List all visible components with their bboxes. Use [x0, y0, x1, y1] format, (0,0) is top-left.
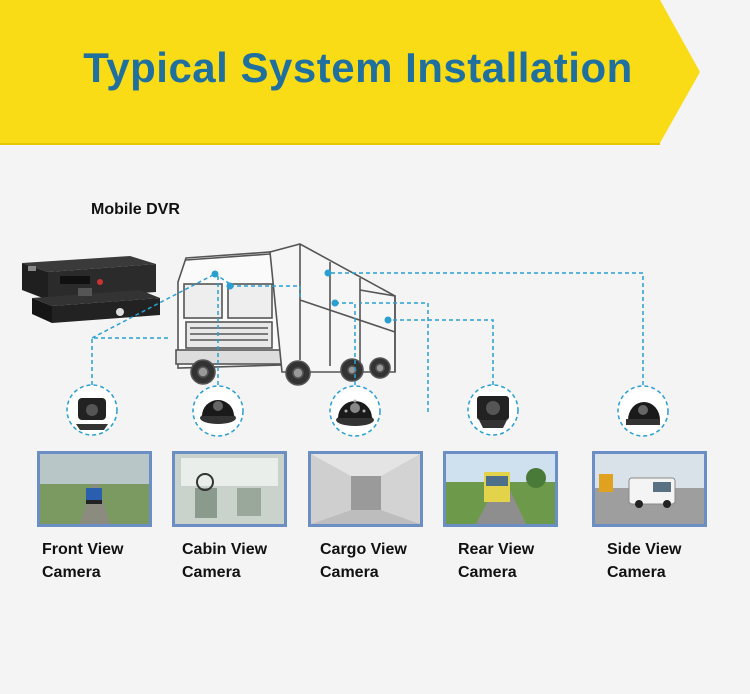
front-view-photo [37, 451, 152, 527]
bullet-camera-icon [66, 384, 118, 436]
caption-line1: Rear View [458, 541, 535, 558]
caption-line2: Camera [607, 564, 666, 581]
camera-caption-side: Side View Camera [607, 538, 681, 584]
page-title: Typical System Installation [83, 44, 633, 91]
camera-caption-cabin: Cabin View Camera [182, 538, 267, 584]
caption-line2: Camera [182, 564, 241, 581]
mobile-dvr-icon [22, 256, 160, 323]
rear-camera-icon [467, 384, 519, 436]
title-banner [0, 0, 750, 145]
caption-line1: Cargo View [320, 541, 407, 558]
caption-line1: Front View [42, 541, 124, 558]
caption-line2: Camera [320, 564, 379, 581]
cargo-view-photo [308, 451, 423, 527]
caption-line2: Camera [42, 564, 101, 581]
dvr-label: Mobile DVR [91, 201, 180, 218]
rear-view-photo [443, 451, 558, 527]
truck-icon [175, 243, 396, 386]
caption-line1: Cabin View [182, 541, 268, 558]
caption-line1: Side View [607, 541, 682, 558]
caption-line2: Camera [458, 564, 517, 581]
ir-dome-camera-icon [329, 385, 381, 437]
camera-caption-cargo: Cargo View Camera [320, 538, 407, 584]
connector-lines [91, 272, 644, 412]
dome-camera-icon [192, 385, 244, 437]
cabin-view-photo [172, 451, 287, 527]
camera-caption-front: Front View Camera [42, 538, 124, 584]
camera-caption-rear: Rear View Camera [458, 538, 534, 584]
side-camera-icon [617, 385, 669, 437]
side-view-photo [592, 451, 707, 527]
